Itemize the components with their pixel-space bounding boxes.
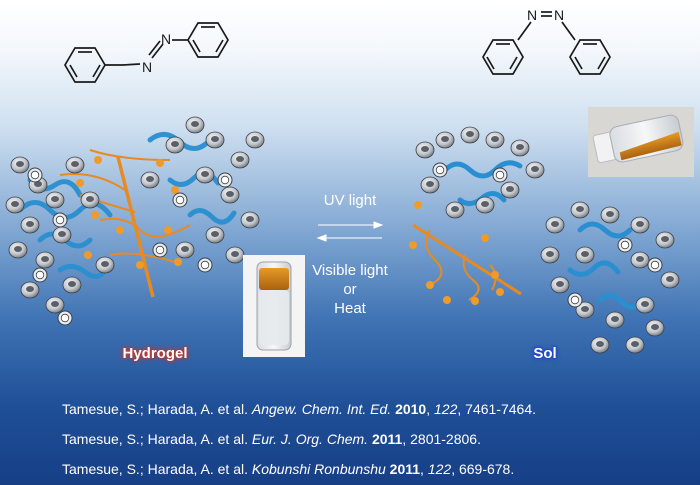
- visible-light-label: Visible light: [312, 262, 388, 279]
- left-azobenzene-molecule: [64, 22, 229, 83]
- left-n1-atom: N: [142, 59, 152, 75]
- reference-1-journal: Angew. Chem. Int. Ed.: [251, 401, 392, 417]
- reference-3-authors: Tamesue, S.; Harada, A. et al.: [62, 461, 248, 477]
- reference-3-year: 2011: [389, 461, 421, 477]
- reference-1: Tamesue, S.; Harada, A. et al. Angew. Ch…: [62, 401, 536, 417]
- reference-2: Tamesue, S.; Harada, A. et al. Eur. J. O…: [62, 431, 692, 447]
- reference-1-authors: Tamesue, S.; Harada, A. et al.: [62, 401, 248, 417]
- reference-3: Tamesue, S.; Harada, A. et al. Kobunshi …: [62, 461, 515, 477]
- right-n1-atom: N: [527, 7, 537, 23]
- reference-1-volume: 122: [434, 401, 458, 417]
- right-n2-atom: N: [554, 7, 564, 23]
- reference-1-year: 2010: [395, 401, 427, 417]
- sol-label: Sol: [533, 345, 557, 362]
- reference-2-authors: Tamesue, S.; Harada, A. et al.: [62, 431, 248, 447]
- right-azobenzene-molecule: [482, 11, 611, 75]
- hydrogel-vial-photo: [243, 255, 305, 357]
- reference-2-year: 2011: [371, 431, 403, 447]
- sol-vial-photo: [588, 107, 694, 177]
- hydrogel-network-illustration: [5, 116, 265, 326]
- uv-light-label: UV light: [323, 192, 377, 209]
- hydrogel-label: Hydrogel: [122, 345, 188, 362]
- left-n2-atom: N: [161, 31, 171, 47]
- equilibrium-arrows: [316, 221, 384, 242]
- reference-2-pages: , 2801-2806.: [402, 431, 481, 447]
- or-label: or: [343, 281, 357, 298]
- sol-dispersed-illustration: [409, 126, 680, 354]
- reference-3-journal: Kobunshi Ronbunshu: [251, 461, 386, 477]
- reference-2-journal: Eur. J. Org. Chem.: [251, 431, 369, 447]
- reference-3-pages: , 669-678.: [451, 461, 515, 477]
- reference-3-volume: 122: [427, 461, 452, 477]
- reference-1-pages: , 7461-7464.: [457, 401, 536, 417]
- heat-label: Heat: [334, 300, 366, 317]
